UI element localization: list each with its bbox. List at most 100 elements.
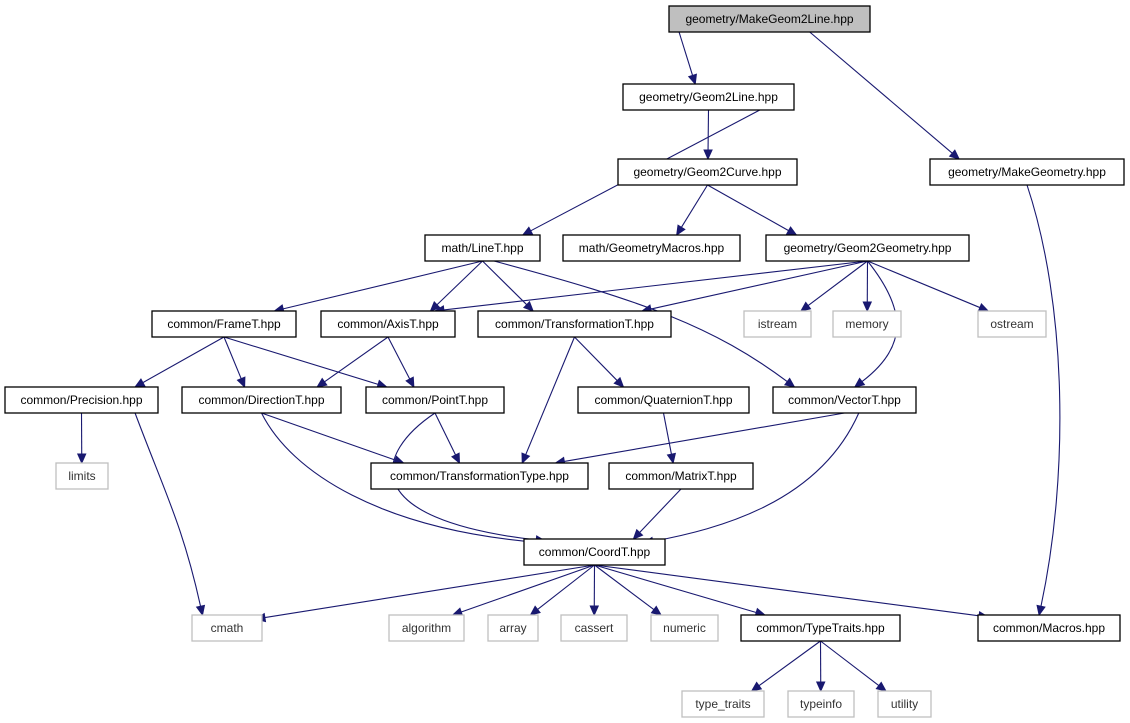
edge-framet-to-directiont-arrowhead: [236, 376, 246, 389]
edge-geom2curve-to-geom2geometry: [707, 184, 789, 232]
edge-geom2geometry-to-istream: [807, 260, 868, 307]
node-typetraits[interactable]: common/TypeTraits.hpp: [740, 614, 901, 642]
edge-directiont-to-transformationtype: [261, 412, 396, 461]
node-transformationtype[interactable]: common/TransformationType.hpp: [370, 462, 589, 490]
edge-framet-to-directiont: [223, 336, 242, 379]
node-typetraits-label: common/TypeTraits.hpp: [756, 621, 885, 635]
node-numeric: numeric: [650, 614, 719, 642]
edge-axist-to-pointt: [387, 336, 411, 380]
edge-linet-to-axist-arrowhead: [429, 300, 441, 312]
node-typetraits-box: [740, 614, 901, 642]
edge-coordt-to-cassert-arrowhead: [589, 605, 600, 617]
node-framet-label: common/FrameT.hpp: [167, 317, 281, 331]
node-matrixt[interactable]: common/MatrixT.hpp: [608, 462, 754, 490]
node-make_geom2line[interactable]: geometry/MakeGeom2Line.hpp: [668, 5, 871, 33]
node-geom2curve[interactable]: geometry/Geom2Curve.hpp: [617, 158, 798, 186]
node-limits-box: [55, 462, 109, 490]
node-cassert-box: [560, 614, 628, 642]
node-type_traits-box: [681, 690, 765, 718]
node-transformationt[interactable]: common/TransformationT.hpp: [477, 310, 672, 338]
edge-precision-to-cmath: [134, 412, 202, 607]
node-linet[interactable]: math/LineT.hpp: [424, 234, 541, 262]
edge-transformationt-to-transformationtype: [525, 336, 576, 455]
node-pointt[interactable]: common/PointT.hpp: [365, 386, 505, 414]
node-geom2curve-label: geometry/Geom2Curve.hpp: [633, 165, 781, 179]
edge-coordt-to-algorithm: [461, 564, 595, 613]
edge-pointt-to-transformationtype-arrowhead: [451, 452, 461, 465]
edge-precision-to-limits-arrowhead: [76, 453, 87, 465]
edge-transformationt-to-quaterniont-arrowhead: [613, 376, 625, 388]
edge-typetraits-to-type_traits: [758, 640, 821, 687]
edge-make_geom2line-to-makegeometry: [809, 31, 953, 154]
nodes-layer: geometry/MakeGeom2Line.hpp geometry/Geom2…: [4, 5, 1125, 718]
edge-make_geom2line-to-geom2line: [678, 31, 694, 76]
node-precision[interactable]: common/Precision.hpp: [4, 386, 159, 414]
node-limits-label: limits: [68, 469, 95, 483]
edges-layer: [76, 31, 1061, 693]
node-geom2line[interactable]: geometry/Geom2Line.hpp: [622, 83, 795, 111]
node-istream-label: istream: [758, 317, 797, 331]
node-geometrymacros-label: math/GeometryMacros.hpp: [579, 241, 725, 255]
node-transformationtype-label: common/TransformationType.hpp: [390, 469, 569, 483]
edge-coordt-to-array: [537, 564, 595, 610]
edge-matrixt-to-coordt: [639, 488, 682, 533]
node-cmath-box: [191, 614, 263, 642]
node-makegeometry[interactable]: geometry/MakeGeometry.hpp: [929, 158, 1125, 186]
node-macros-box: [977, 614, 1121, 642]
node-matrixt-label: common/MatrixT.hpp: [625, 469, 737, 483]
node-macros[interactable]: common/Macros.hpp: [977, 614, 1121, 642]
edge-make_geom2line-to-makegeometry-arrowhead: [948, 149, 961, 160]
edge-directiont-to-coordt: [261, 412, 537, 543]
edge-geom2line-to-linet-arrowhead: [521, 226, 534, 236]
edge-geom2curve-to-geometrymacros-arrowhead: [676, 224, 686, 237]
node-linet-box: [424, 234, 541, 262]
edge-geom2geometry-to-ostream-arrowhead: [977, 302, 990, 312]
node-istream: istream: [743, 310, 812, 338]
node-axist[interactable]: common/AxisT.hpp: [320, 310, 456, 338]
node-memory-box: [832, 310, 902, 338]
node-istream-box: [743, 310, 812, 338]
node-algorithm: algorithm: [388, 614, 465, 642]
edge-quaterniont-to-matrixt: [662, 412, 672, 455]
node-framet[interactable]: common/FrameT.hpp: [151, 310, 297, 338]
node-quaterniont[interactable]: common/QuaternionT.hpp: [577, 386, 750, 414]
edge-axist-to-directiont: [324, 336, 389, 383]
edge-typetraits-to-utility-arrowhead: [875, 681, 887, 692]
edge-geom2geometry-to-axist: [443, 260, 868, 311]
node-utility-label: utility: [891, 697, 918, 711]
edge-geom2line-to-geom2curve-arrowhead: [703, 149, 713, 161]
node-typeinfo-box: [787, 690, 855, 718]
node-type_traits-label: type_traits: [695, 697, 750, 711]
node-geom2curve-box: [617, 158, 798, 186]
node-cassert-label: cassert: [575, 621, 614, 635]
node-limits: limits: [55, 462, 109, 490]
edge-makegeometry-to-macros-arrowhead: [1036, 604, 1046, 617]
node-directiont-box: [181, 386, 342, 414]
edge-quaterniont-to-matrixt-arrowhead: [666, 452, 677, 465]
edge-linet-to-vectort-arrowhead: [783, 377, 796, 388]
node-geometrymacros[interactable]: math/GeometryMacros.hpp: [562, 234, 741, 262]
edge-linet-to-transformationt-arrowhead: [522, 300, 534, 312]
edge-linet-to-transformationt: [482, 260, 528, 306]
node-vectort-box: [772, 386, 917, 414]
node-memory-label: memory: [845, 317, 888, 331]
node-geom2line-label: geometry/Geom2Line.hpp: [639, 90, 778, 104]
edge-precision-to-cmath-arrowhead: [195, 604, 206, 617]
node-quaterniont-box: [577, 386, 750, 414]
edge-matrixt-to-coordt-arrowhead: [632, 528, 644, 540]
node-coordt[interactable]: common/CoordT.hpp: [523, 538, 666, 566]
edge-geom2geometry-to-ostream: [867, 260, 981, 309]
node-transformationtype-box: [370, 462, 589, 490]
node-linet-label: math/LineT.hpp: [441, 241, 523, 255]
node-directiont[interactable]: common/DirectionT.hpp: [181, 386, 342, 414]
node-makegeometry-box: [929, 158, 1125, 186]
node-ostream-box: [977, 310, 1047, 338]
node-make_geom2line-label: geometry/MakeGeom2Line.hpp: [685, 12, 853, 26]
node-vectort[interactable]: common/VectorT.hpp: [772, 386, 917, 414]
edge-transformationt-to-transformationtype-arrowhead: [521, 452, 531, 465]
node-type_traits: type_traits: [681, 690, 765, 718]
node-array-box: [487, 614, 539, 642]
node-geom2geometry[interactable]: geometry/Geom2Geometry.hpp: [765, 234, 970, 262]
node-geom2line-box: [622, 83, 795, 111]
